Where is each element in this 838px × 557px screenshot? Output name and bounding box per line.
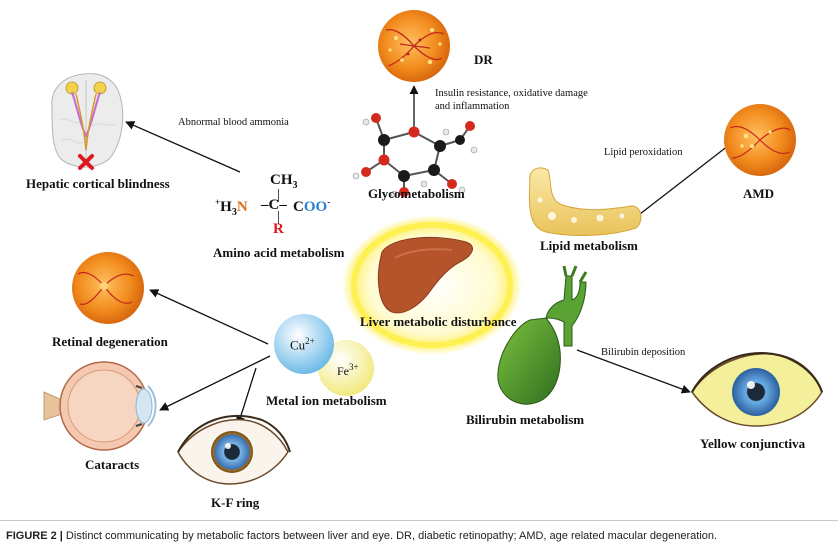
kf-ring-label: K-F ring	[211, 495, 260, 510]
formula-vertical-bond-bottom: |	[277, 209, 281, 225]
cataracts-label: Cataracts	[85, 457, 140, 472]
arrow-metal-cataract	[159, 355, 271, 411]
yellow-conjunctiva-eye-icon	[691, 352, 824, 427]
brain-optic-pathway-icon	[51, 73, 124, 170]
arrows	[125, 85, 734, 426]
liver-label: Liver metabolic disturbance	[360, 314, 517, 329]
eye-cross-section-icon	[43, 361, 157, 451]
metal-ion-label: Metal ion metabolism	[266, 393, 387, 408]
amino-acid-label: Amino acid metabolism	[213, 245, 345, 260]
kf-ring-eye-icon	[177, 414, 291, 485]
lipid-label: Lipid metabolism	[540, 238, 638, 253]
fe-ion-label: Fe3+	[337, 362, 359, 378]
amd-label: AMD	[743, 186, 775, 201]
retinal-degeneration-icon	[72, 252, 144, 324]
caption-divider	[0, 520, 838, 553]
bilirubin-label: Bilirubin metabolism	[466, 412, 585, 427]
formula-coo: COO-	[293, 197, 331, 215]
yellow-conjunctiva-label: Yellow conjunctiva	[700, 436, 806, 451]
dr-label: DR	[474, 52, 493, 67]
liver-glow-ring	[351, 222, 513, 348]
hepatic-blindness-label: Hepatic cortical blindness	[26, 176, 170, 191]
cu-ion-icon	[274, 314, 334, 374]
formula-h3n: +H3N	[215, 197, 248, 218]
glycometabolism-label: Glycometabolism	[368, 186, 465, 201]
amino-acid-formula: CH3 | +H3N –C– COO- | R	[215, 172, 345, 242]
arrow-metal-retinal	[149, 289, 269, 345]
formula-r-group: R	[273, 221, 284, 237]
arrow-amino-blindness	[125, 121, 241, 173]
caption-text: Distinct communicating by metabolic fact…	[62, 530, 718, 542]
bilirubin-deposition-label: Bilirubin deposition	[601, 347, 686, 358]
formula-vertical-bond-top: |	[277, 187, 281, 203]
caption-label: FIGURE 2 |	[6, 530, 63, 542]
cu-ion-label: Cu2+	[290, 336, 315, 353]
cross-icon	[78, 154, 94, 170]
ammonia-label: Abnormal blood ammonia	[178, 117, 289, 128]
glucose-molecule-icon	[352, 113, 478, 198]
formula-ch3: CH3	[270, 172, 298, 191]
lipid-droplet-icon	[528, 167, 642, 236]
liver-icon	[377, 236, 474, 314]
gallbladder-icon	[497, 265, 588, 405]
arrow-bilirubin-conj	[576, 349, 691, 394]
dr-mechanism-line2: and inflammation	[435, 101, 510, 112]
dr-mechanism-line1: Insulin resistance, oxidative damage	[435, 88, 588, 99]
retinal-degeneration-label: Retinal degeneration	[52, 334, 168, 349]
formula-carbon: –C–	[261, 197, 287, 213]
amd-retina-icon	[724, 104, 796, 176]
dr-retina-icon	[378, 10, 450, 82]
figure-caption: FIGURE 2 | Distinct communicating by met…	[6, 530, 717, 542]
arrow-lipid-amd	[639, 141, 734, 215]
lipid-peroxidation-label: Lipid peroxidation	[604, 147, 683, 158]
